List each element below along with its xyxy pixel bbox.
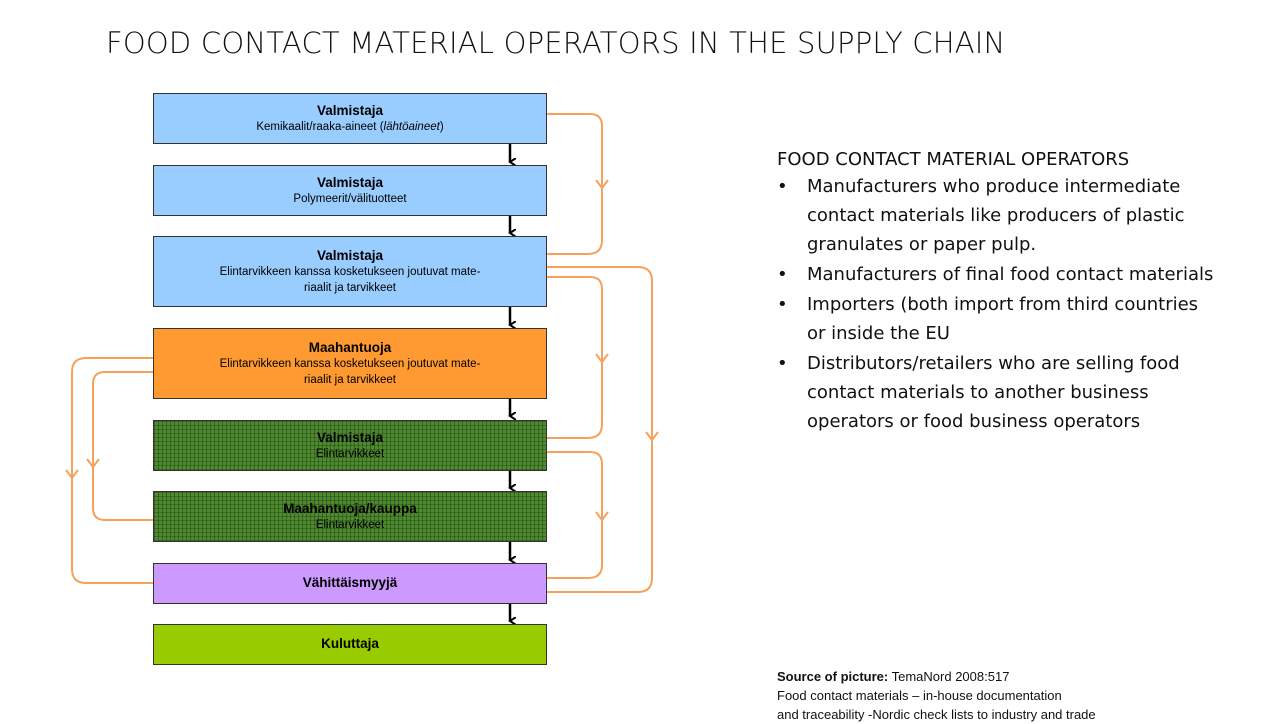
chain-box-consumer: Kuluttaja: [153, 624, 547, 665]
list-item: •Distributors/retailers who are selling …: [777, 349, 1217, 436]
chain-box-food-manufacturer: Valmistaja Elintarvikkeet: [153, 420, 547, 471]
list-item: •Manufacturers who produce intermediate …: [777, 172, 1217, 259]
chain-box-title: Kuluttaja: [321, 636, 379, 652]
chain-box-title: Maahantuoja/kauppa: [283, 500, 417, 516]
chain-box-subtitle: Elintarvikkeet: [315, 447, 385, 460]
chain-box-title: Valmistaja: [316, 247, 384, 263]
chain-box-title: Valmistaja: [316, 102, 384, 118]
connector-arrowhead: [595, 353, 609, 363]
connector-arrowhead: [595, 511, 609, 521]
chain-box-title: Valmistaja: [316, 429, 384, 445]
connector-arrowhead: [65, 469, 79, 479]
connector-line: [92, 371, 153, 521]
chain-box-importer: Maahantuoja Elintarvikkeen kanssa kosket…: [153, 328, 547, 399]
connector-line: [547, 451, 603, 579]
chain-box-manufacturer-polymers: Valmistaja Polymeerit/välituotteet: [153, 165, 547, 216]
chain-box-title: Maahantuoja: [308, 339, 392, 355]
chain-box-subtitle: Elintarvikkeen kanssa kosketukseen joutu…: [219, 266, 481, 279]
operators-panel: FOOD CONTACT MATERIAL OPERATORS •Manufac…: [777, 149, 1217, 437]
chain-box-subtitle: Elintarvikkeen kanssa kosketukseen joutu…: [219, 358, 481, 371]
connector-line: [547, 113, 603, 255]
slide-title: FOOD CONTACT MATERIAL OPERATORS IN THE S…: [106, 26, 1006, 60]
chain-box-subtitle: Elintarvikkeet: [315, 518, 385, 531]
chain-box-subtitle-line2: riaalit ja tarvikkeet: [303, 373, 397, 386]
bullet-icon: •: [777, 294, 788, 315]
chain-box-manufacturer-chemicals: Valmistaja Kemikaalit/raaka-aineet (läht…: [153, 93, 547, 144]
bullet-icon: •: [777, 176, 788, 197]
connector-arrowhead: [645, 431, 659, 441]
chain-box-title: Valmistaja: [316, 174, 384, 190]
connector-line: [547, 276, 603, 439]
connector-arrowhead: [86, 458, 100, 468]
list-item: •Importers (both import from third count…: [777, 290, 1217, 348]
chain-box-retailer: Vähittäismyyjä: [153, 563, 547, 604]
chain-box-title: Vähittäismyyjä: [302, 575, 398, 591]
source-line-2: Food contact materials – in-house docume…: [777, 688, 1062, 703]
source-line-3: and traceability -Nordic check lists to …: [777, 707, 1096, 722]
source-reference: TemaNord 2008:517: [888, 669, 1010, 684]
list-item: •Manufacturers of final food contact mat…: [777, 260, 1217, 289]
chain-box-subtitle-line2: riaalit ja tarvikkeet: [303, 281, 397, 294]
chain-box-importer-shop: Maahantuoja/kauppa Elintarvikkeet: [153, 491, 547, 542]
chain-box-subtitle: Polymeerit/välituotteet: [293, 192, 407, 205]
source-label: Source of picture:: [777, 669, 889, 684]
connector-arrowhead: [595, 179, 609, 189]
source-note: Source of picture: TemaNord 2008:517 Foo…: [777, 667, 1096, 724]
operator-list: •Manufacturers who produce intermediate …: [777, 172, 1217, 436]
panel-heading: FOOD CONTACT MATERIAL OPERATORS: [777, 149, 1130, 170]
connector-line: [547, 266, 653, 593]
chain-box-subtitle: Kemikaalit/raaka-aineet (lähtöaineet): [256, 120, 444, 133]
chain-box-manufacturer-fcm: Valmistaja Elintarvikkeen kanssa kosketu…: [153, 236, 547, 307]
bullet-icon: •: [777, 353, 788, 374]
bypass-connectors: [65, 113, 659, 593]
connector-line: [71, 357, 153, 584]
bullet-icon: •: [777, 264, 788, 285]
